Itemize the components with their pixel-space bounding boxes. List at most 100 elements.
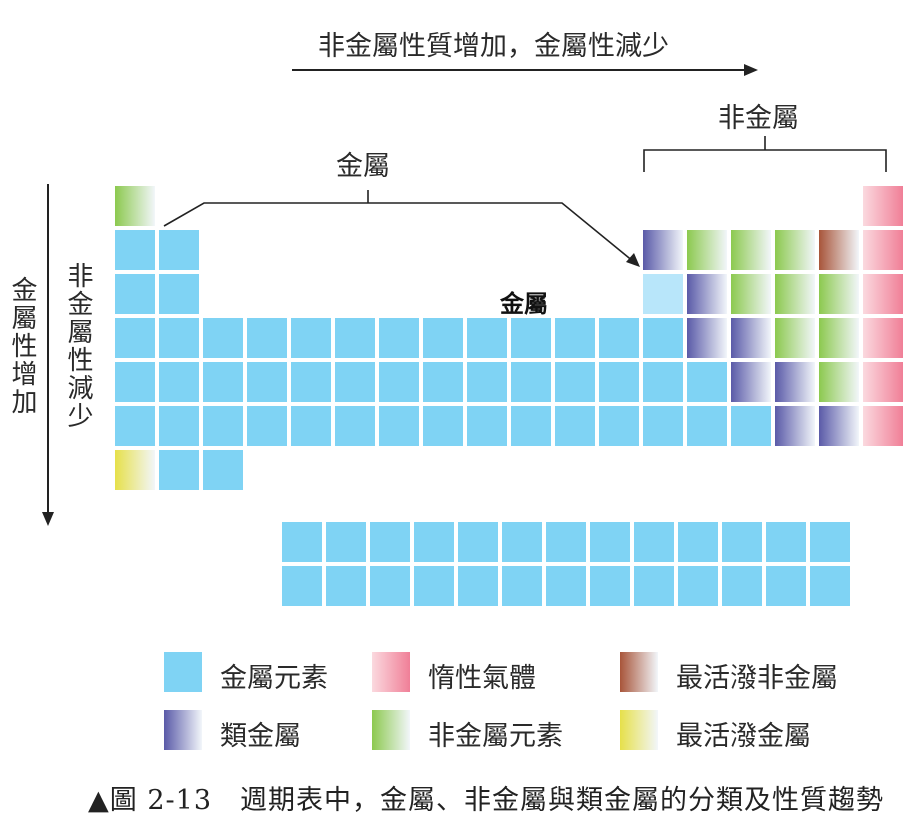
element-cell-nonmetal — [775, 318, 815, 358]
legend-label-reactive-nonmetal: 最活潑非金屬 — [676, 663, 838, 694]
figure-caption: ▲圖 2-13 週期表中，金屬、非金屬與類金屬的分類及性質趨勢 — [88, 785, 885, 816]
element-cell-metal — [379, 406, 419, 446]
element-cell-nonmetal — [687, 230, 727, 270]
element-cell-metal — [687, 406, 727, 446]
legend-label-metal: 金屬元素 — [220, 663, 328, 694]
element-cell-metal — [599, 318, 639, 358]
element-cell-metal — [810, 566, 850, 606]
element-cell-metal — [247, 406, 287, 446]
legend-swatch-metal — [164, 652, 202, 692]
left-trend-label-inner: 非金屬性減少 — [63, 262, 93, 430]
element-cell-metal — [414, 566, 454, 606]
element-cell-metal — [643, 318, 683, 358]
element-cell-noble — [863, 406, 903, 446]
legend-swatch-reactive_nonmetal — [620, 652, 658, 692]
element-cell-nonmetal — [819, 318, 859, 358]
element-cell-metal — [634, 566, 674, 606]
center-metal-label: 金屬 — [500, 290, 548, 318]
element-cell-metal — [458, 522, 498, 562]
element-cell-metal — [115, 406, 155, 446]
element-cell-metal — [643, 406, 683, 446]
element-cell-metalloid — [775, 406, 815, 446]
legend-swatch-metalloid — [164, 710, 202, 750]
element-cell-metalloid — [819, 406, 859, 446]
legend-swatches — [164, 652, 658, 750]
element-cell-nonmetal — [775, 274, 815, 314]
element-cell-noble — [863, 230, 903, 270]
element-cell-metal — [159, 230, 199, 270]
nonmetal-bracket-label: 非金屬 — [718, 103, 799, 134]
element-cell-nonmetal — [115, 186, 155, 226]
element-cell-metal — [687, 362, 727, 402]
element-cell-metal — [722, 522, 762, 562]
element-cell-metal — [291, 362, 331, 402]
metal-bracket-label: 金屬 — [336, 151, 390, 182]
element-cells — [115, 186, 903, 606]
legend-swatch-nonmetal — [372, 710, 410, 750]
element-cell-metal — [379, 318, 419, 358]
element-cell-metal — [326, 566, 366, 606]
element-cell-metal — [555, 318, 595, 358]
legend-label-nonmetal: 非金屬元素 — [428, 721, 563, 752]
element-cell-metal — [643, 274, 683, 314]
element-cell-metal — [766, 522, 806, 562]
element-cell-metal — [722, 566, 762, 606]
element-cell-nonmetal — [775, 230, 815, 270]
element-cell-reactive_metal — [115, 450, 155, 490]
element-cell-metal — [291, 318, 331, 358]
element-cell-metal — [115, 230, 155, 270]
nonmetal-bracket-line — [643, 149, 887, 172]
element-cell-metal — [247, 318, 287, 358]
metal-bracket-line — [163, 202, 635, 263]
element-cell-metal — [326, 522, 366, 562]
element-cell-metal — [555, 406, 595, 446]
element-cell-noble — [863, 186, 903, 226]
element-cell-metal — [599, 406, 639, 446]
element-cell-metal — [423, 318, 463, 358]
legend-swatch-noble — [372, 652, 410, 692]
element-cell-metal — [467, 362, 507, 402]
element-cell-metal — [423, 362, 463, 402]
element-cell-metal — [502, 522, 542, 562]
element-cell-metal — [766, 566, 806, 606]
legend-swatch-reactive_metal — [620, 710, 658, 750]
element-cell-metal — [590, 522, 630, 562]
element-cell-metalloid — [731, 362, 771, 402]
element-cell-metalloid — [731, 318, 771, 358]
element-cell-nonmetal — [819, 362, 859, 402]
element-cell-metal — [282, 566, 322, 606]
element-cell-metal — [810, 522, 850, 562]
element-cell-noble — [863, 274, 903, 314]
element-cell-metal — [511, 362, 551, 402]
legend-label-noble: 惰性氣體 — [428, 663, 536, 694]
element-cell-reactive_nonmetal — [819, 230, 859, 270]
element-cell-metalloid — [775, 362, 815, 402]
element-cell-metal — [555, 362, 595, 402]
element-cell-metal — [159, 450, 199, 490]
metal-bracket-arrowhead — [626, 253, 640, 267]
element-cell-metal — [247, 362, 287, 402]
element-cell-noble — [863, 318, 903, 358]
element-cell-metal — [458, 566, 498, 606]
element-cell-metal — [335, 362, 375, 402]
element-cell-metal — [511, 406, 551, 446]
element-cell-metal — [203, 406, 243, 446]
element-cell-metal — [159, 406, 199, 446]
element-cell-metal — [590, 566, 630, 606]
element-cell-nonmetal — [731, 230, 771, 270]
element-cell-metal — [502, 566, 542, 606]
element-cell-metal — [335, 318, 375, 358]
left-trend-label-outer: 金屬性增加 — [7, 276, 37, 416]
element-cell-metalloid — [687, 274, 727, 314]
element-cell-metal — [370, 522, 410, 562]
horizontal-arrow-head — [744, 64, 758, 76]
element-cell-metal — [115, 362, 155, 402]
element-cell-metal — [678, 566, 718, 606]
element-cell-metal — [634, 522, 674, 562]
element-cell-metal — [115, 274, 155, 314]
element-cell-metal — [678, 522, 718, 562]
element-cell-metalloid — [687, 318, 727, 358]
element-cell-metal — [203, 450, 243, 490]
element-cell-noble — [863, 362, 903, 402]
